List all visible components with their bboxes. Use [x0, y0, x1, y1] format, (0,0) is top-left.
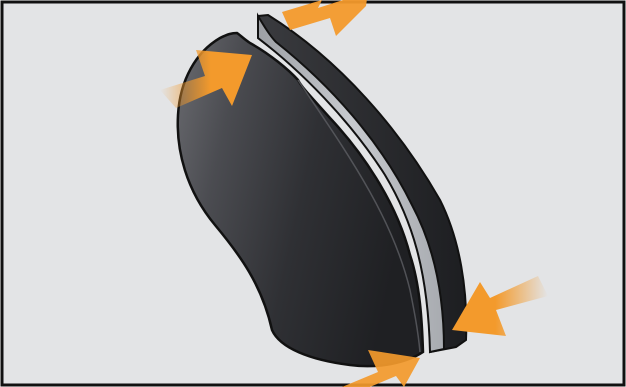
diagram-frame [0, 0, 626, 387]
pipe-diagram [0, 0, 626, 387]
